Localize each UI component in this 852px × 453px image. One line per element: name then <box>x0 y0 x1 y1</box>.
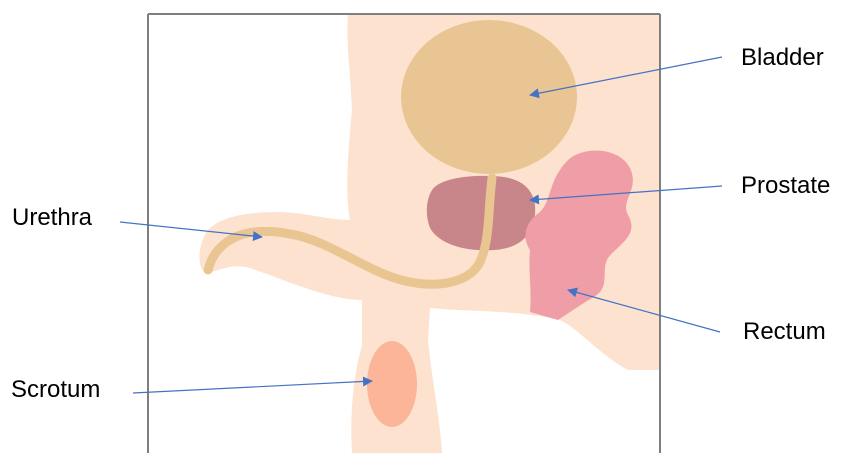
prostate-shape <box>427 176 535 251</box>
label-bladder: Bladder <box>741 46 824 70</box>
label-prostate: Prostate <box>741 174 830 198</box>
scrotum-arrow <box>133 381 372 393</box>
label-scrotum: Scrotum <box>11 378 100 402</box>
bladder-shape <box>401 20 577 174</box>
testis-shape <box>367 341 417 427</box>
label-rectum: Rectum <box>743 320 826 344</box>
label-urethra: Urethra <box>12 206 92 230</box>
